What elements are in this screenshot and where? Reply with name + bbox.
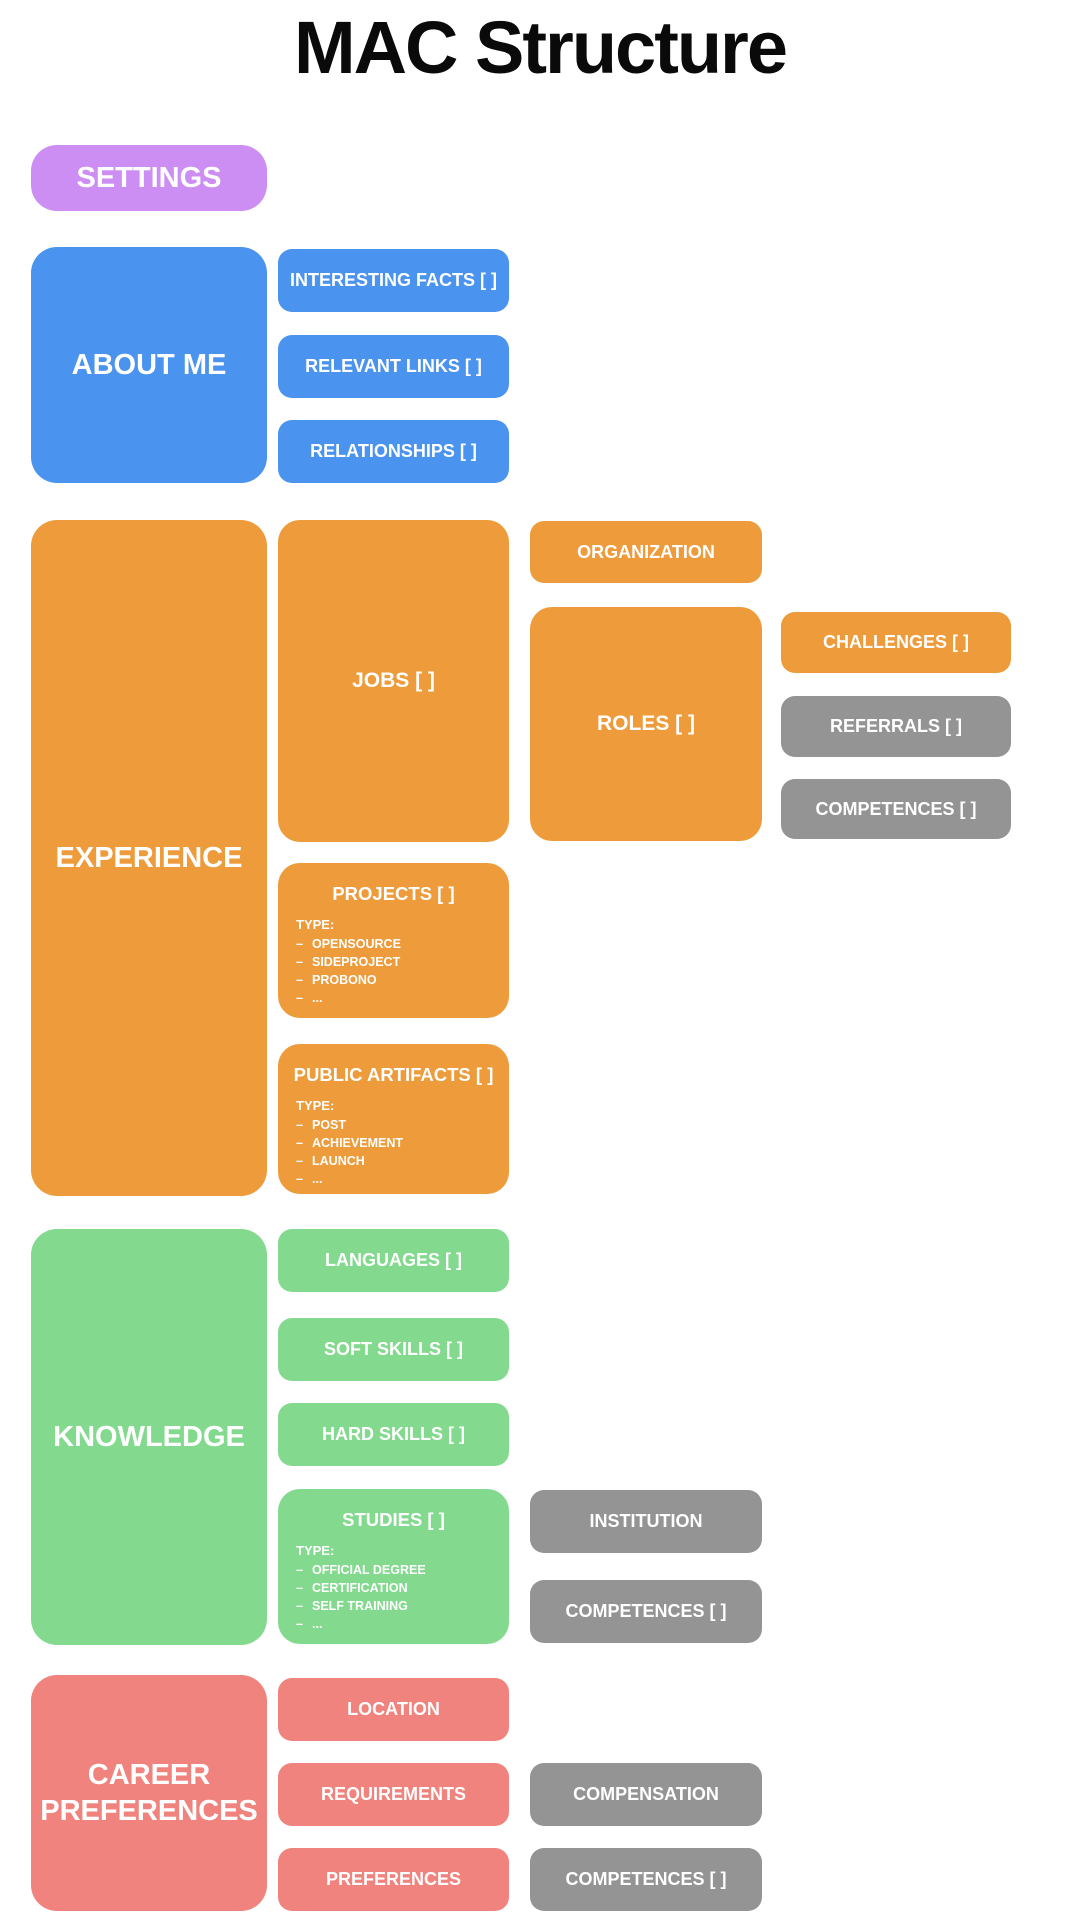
projects-label: PROJECTS [ ] [332,883,455,904]
page-title: MAC Structure [293,6,788,89]
compensation-label: COMPENSATION [573,1784,719,1804]
knowledge-node[interactable]: KNOWLEDGE [31,1229,267,1645]
public-artifacts-type-item: ... [292,1170,495,1188]
jobs-node[interactable]: JOBS [ ] [278,520,509,842]
competences-experience-label: COMPETENCES [ ] [815,798,977,819]
relevant-links-label: RELEVANT LINKS [ ] [305,356,482,376]
languages-node[interactable]: LANGUAGES [ ] [278,1229,509,1292]
competences-knowledge-label: COMPETENCES [ ] [565,1601,727,1621]
relationships-node[interactable]: RELATIONSHIPS [ ] [278,420,509,483]
settings-label: SETTINGS [76,161,222,194]
hard-skills-label: HARD SKILLS [ ] [322,1424,465,1444]
relevant-links-node[interactable]: RELEVANT LINKS [ ] [278,335,509,398]
settings-node[interactable]: SETTINGS [31,145,267,211]
about-me-node[interactable]: ABOUT ME [31,247,267,483]
projects-type-heading: TYPE: [296,917,335,932]
preferences-label: PREFERENCES [325,1869,462,1889]
requirements-node[interactable]: REQUIREMENTS [278,1763,509,1826]
public-artifacts-label: PUBLIC ARTIFACTS [ ] [293,1064,494,1085]
experience-label: EXPERIENCE [55,841,243,874]
projects-type-list: OPENSOURCE SIDEPROJECT PROBONO ... [292,935,495,1008]
preferences-node[interactable]: PREFERENCES [278,1848,509,1911]
experience-node[interactable]: EXPERIENCE [31,520,267,1196]
roles-label: ROLES [ ] [597,712,695,735]
relationships-label: RELATIONSHIPS [ ] [310,441,477,461]
studies-type-item: ... [292,1615,495,1633]
compensation-node[interactable]: COMPENSATION [530,1763,762,1826]
knowledge-label: KNOWLEDGE [53,1420,245,1453]
competences-knowledge-node[interactable]: COMPETENCES [ ] [530,1580,762,1643]
challenges-node[interactable]: CHALLENGES [ ] [781,612,1011,673]
public-artifacts-type-item: POST [292,1116,495,1134]
public-artifacts-node[interactable]: PUBLIC ARTIFACTS [ ] TYPE: POST ACHIEVEM… [278,1044,509,1194]
roles-node[interactable]: ROLES [ ] [530,607,762,841]
languages-label: LANGUAGES [ ] [325,1250,462,1270]
jobs-label: JOBS [ ] [352,669,435,692]
interesting-facts-label: INTERESTING FACTS [ ] [290,270,497,290]
organization-node[interactable]: ORGANIZATION [530,521,762,583]
projects-type-item: PROBONO [292,971,495,989]
about-me-label: ABOUT ME [71,348,227,381]
soft-skills-label: SOFT SKILLS [ ] [324,1339,463,1359]
soft-skills-node[interactable]: SOFT SKILLS [ ] [278,1318,509,1381]
public-artifacts-type-item: LAUNCH [292,1152,495,1170]
organization-label: ORGANIZATION [577,541,715,562]
interesting-facts-node[interactable]: INTERESTING FACTS [ ] [278,249,509,312]
studies-type-heading: TYPE: [296,1543,335,1558]
studies-type-item: CERTIFICATION [292,1579,495,1597]
studies-node[interactable]: STUDIES [ ] TYPE: OFFICIAL DEGREE CERTIF… [278,1489,509,1644]
location-label: LOCATION [347,1699,440,1719]
studies-type-item: SELF TRAINING [292,1597,495,1615]
public-artifacts-type-heading: TYPE: [296,1098,335,1113]
studies-type-list: OFFICIAL DEGREE CERTIFICATION SELF TRAIN… [292,1561,495,1634]
institution-label: INSTITUTION [589,1511,703,1531]
referrals-label: REFERRALS [ ] [830,716,962,736]
projects-type-item: SIDEPROJECT [292,953,495,971]
projects-node[interactable]: PROJECTS [ ] TYPE: OPENSOURCE SIDEPROJEC… [278,863,509,1018]
career-preferences-node[interactable]: CAREER PREFERENCES [31,1675,267,1911]
studies-label: STUDIES [ ] [342,1509,445,1530]
studies-type-item: OFFICIAL DEGREE [292,1561,495,1579]
challenges-label: CHALLENGES [ ] [823,632,969,652]
institution-node[interactable]: INSTITUTION [530,1490,762,1553]
referrals-node[interactable]: REFERRALS [ ] [781,696,1011,757]
projects-type-item: ... [292,989,495,1007]
projects-type-item: OPENSOURCE [292,935,495,953]
competences-experience-node[interactable]: COMPETENCES [ ] [781,779,1011,839]
competences-career-label: COMPETENCES [ ] [565,1869,727,1889]
public-artifacts-type-list: POST ACHIEVEMENT LAUNCH ... [292,1116,495,1189]
location-node[interactable]: LOCATION [278,1678,509,1741]
public-artifacts-type-item: ACHIEVEMENT [292,1134,495,1152]
hard-skills-node[interactable]: HARD SKILLS [ ] [278,1403,509,1466]
competences-career-node[interactable]: COMPETENCES [ ] [530,1848,762,1911]
requirements-label: REQUIREMENTS [320,1784,466,1804]
career-preferences-label: CAREER PREFERENCES [40,1758,258,1827]
